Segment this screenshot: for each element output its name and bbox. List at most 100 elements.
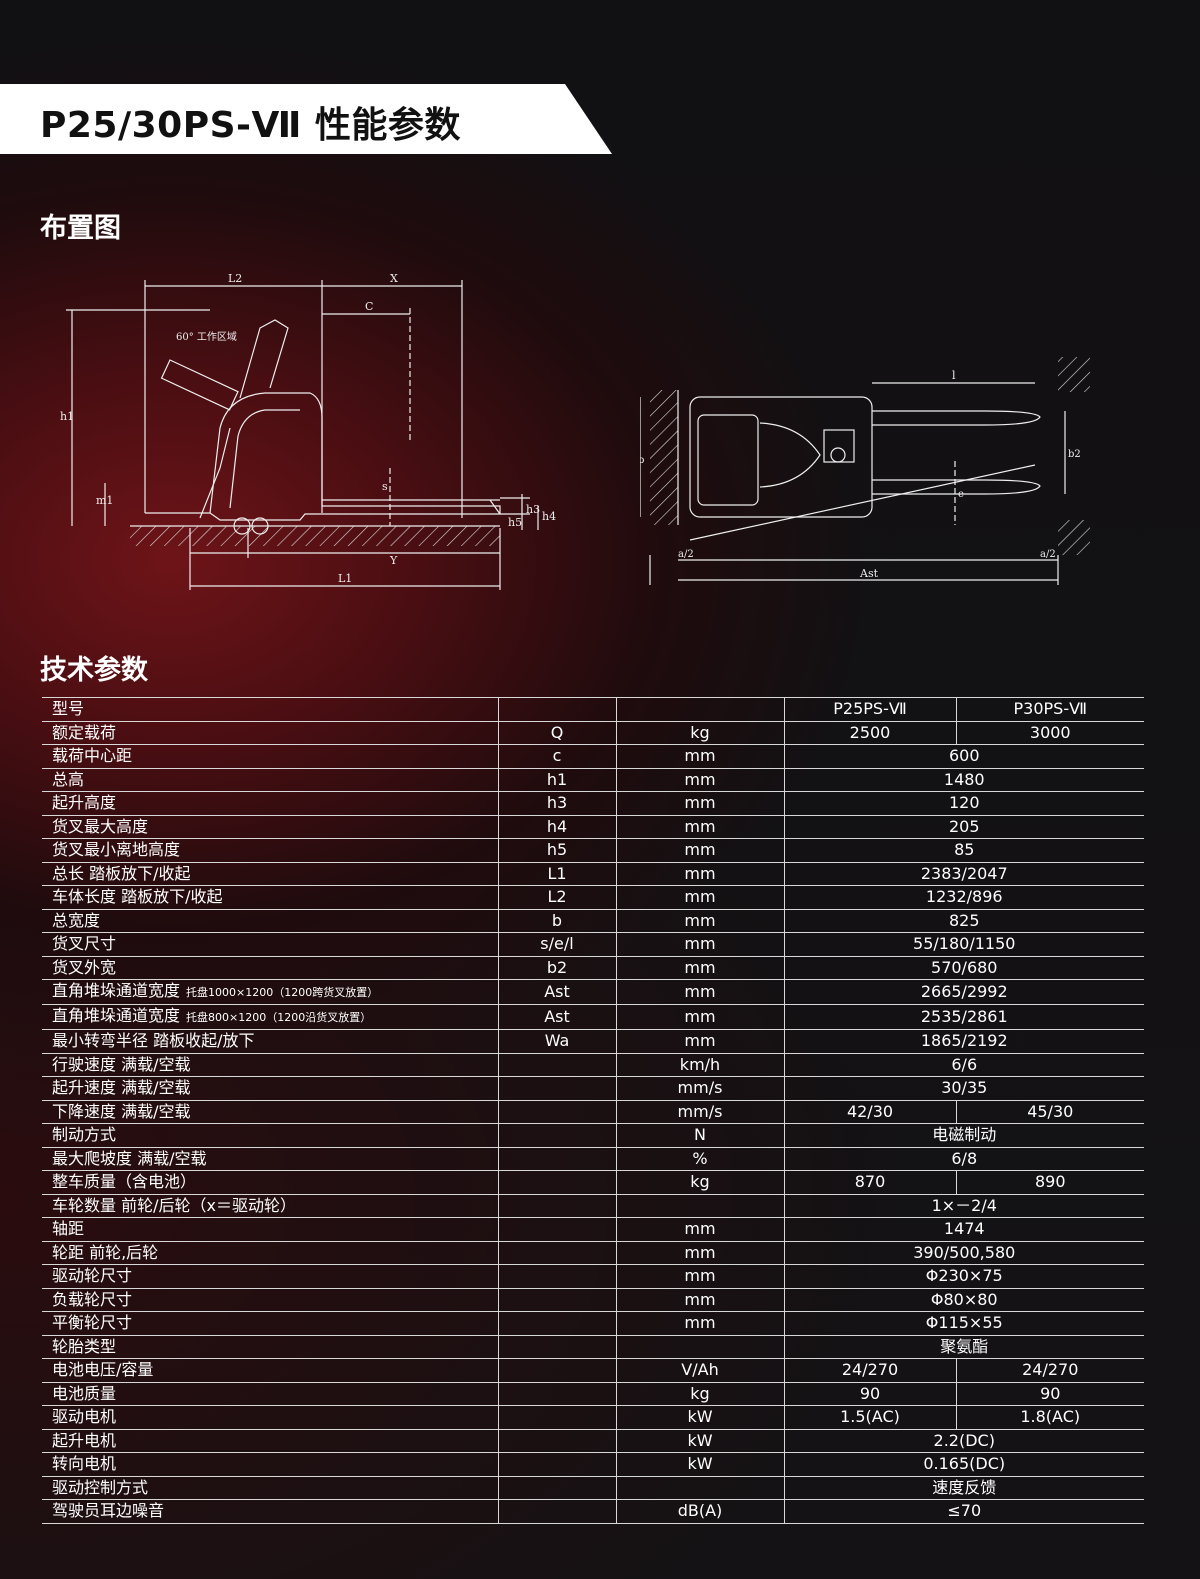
dim-y-label: Y bbox=[389, 554, 398, 567]
param-unit: N bbox=[615, 1123, 784, 1148]
param-value-p30: 1.8(AC) bbox=[955, 1405, 1144, 1430]
param-symbol: L1 bbox=[497, 862, 616, 886]
param-value: 2665/2992 bbox=[783, 979, 1144, 1005]
param-symbol bbox=[497, 1429, 616, 1453]
param-name: 型号 bbox=[42, 697, 498, 722]
param-name: 货叉最大高度 bbox=[42, 815, 498, 839]
dim-s-label: s bbox=[382, 480, 388, 493]
param-unit: km/h bbox=[615, 1053, 784, 1077]
param-unit: mm bbox=[615, 838, 784, 863]
param-name-text: 型号 bbox=[52, 699, 85, 719]
param-name-text: 载荷中心距 bbox=[52, 746, 133, 766]
param-name-text: 总宽度 bbox=[52, 910, 101, 930]
param-name: 直角堆垛通道宽度托盘1000×1200（1200跨货叉放置） bbox=[42, 979, 498, 1005]
param-value-p30: 890 bbox=[955, 1170, 1144, 1195]
param-value-p30: P30PS-Ⅶ bbox=[955, 697, 1144, 722]
param-name: 下降速度 满载/空载 bbox=[42, 1100, 498, 1124]
param-name-text: 电池质量 bbox=[52, 1383, 117, 1403]
param-symbol bbox=[497, 1123, 616, 1148]
param-symbol: b2 bbox=[497, 956, 616, 980]
param-value-p25: 42/30 bbox=[783, 1100, 956, 1124]
param-name-text: 货叉尺寸 bbox=[52, 934, 117, 954]
param-value-p25: 1.5(AC) bbox=[783, 1405, 956, 1430]
param-name-text: 最小转弯半径 踏板收起/放下 bbox=[52, 1031, 255, 1051]
dim-l1-label: L1 bbox=[338, 572, 352, 585]
param-symbol bbox=[497, 1358, 616, 1383]
param-value: 1232/896 bbox=[783, 885, 1144, 910]
param-name-text: 轮胎类型 bbox=[52, 1336, 117, 1356]
param-unit: mm bbox=[615, 1311, 784, 1336]
param-name: 车轮数量 前轮/后轮（x＝驱动轮） bbox=[42, 1194, 498, 1218]
param-symbol bbox=[497, 1076, 616, 1101]
table-row: 驱动控制方式 速度反馈 bbox=[42, 1476, 1144, 1500]
param-unit: mm bbox=[615, 815, 784, 839]
param-name-text: 电池电压/容量 bbox=[52, 1360, 154, 1380]
table-row: 最大爬坡度 满载/空载%6/8 bbox=[42, 1147, 1144, 1171]
param-value: 1474 bbox=[783, 1217, 1144, 1242]
param-name-text: 最大爬坡度 满载/空载 bbox=[52, 1148, 207, 1168]
param-name: 最小转弯半径 踏板收起/放下 bbox=[42, 1029, 498, 1054]
param-symbol: L2 bbox=[497, 885, 616, 910]
param-name-text: 转向电机 bbox=[52, 1454, 117, 1474]
param-value-p25: 870 bbox=[783, 1170, 956, 1195]
param-name: 行驶速度 满载/空载 bbox=[42, 1053, 498, 1077]
param-value: 85 bbox=[783, 838, 1144, 863]
dim-ast-label: Ast bbox=[859, 567, 879, 580]
param-symbol bbox=[497, 1311, 616, 1336]
param-symbol bbox=[497, 1335, 616, 1359]
param-name-text: 直角堆垛通道宽度 bbox=[52, 1006, 181, 1025]
param-name-text: 制动方式 bbox=[52, 1125, 117, 1145]
param-unit: mm bbox=[615, 744, 784, 769]
param-value: 速度反馈 bbox=[783, 1476, 1144, 1500]
param-value: 1865/2192 bbox=[783, 1029, 1144, 1054]
param-symbol: Q bbox=[497, 721, 616, 745]
param-value: 6/6 bbox=[783, 1053, 1144, 1077]
param-name: 货叉尺寸 bbox=[42, 932, 498, 957]
dim-m1-label: m1 bbox=[96, 494, 113, 507]
param-value-p25: P25PS-Ⅶ bbox=[783, 697, 956, 722]
param-symbol bbox=[497, 697, 616, 722]
param-value-p25: 2500 bbox=[783, 721, 956, 745]
param-name: 负载轮尺寸 bbox=[42, 1288, 498, 1312]
param-name: 驱动控制方式 bbox=[42, 1476, 498, 1500]
param-name: 总高 bbox=[42, 768, 498, 792]
param-symbol: Ast bbox=[497, 979, 616, 1005]
param-name: 轮胎类型 bbox=[42, 1335, 498, 1359]
param-name-text: 货叉最小离地高度 bbox=[52, 840, 181, 860]
param-name-text: 车体长度 踏板放下/收起 bbox=[52, 887, 223, 907]
param-value: 390/500,580 bbox=[783, 1241, 1144, 1265]
param-name: 载荷中心距 bbox=[42, 744, 498, 769]
title-banner bbox=[0, 84, 612, 154]
dim-l2-label: L2 bbox=[228, 272, 242, 285]
param-name: 驱动电机 bbox=[42, 1405, 498, 1430]
param-value: Φ230×75 bbox=[783, 1264, 1144, 1289]
param-name-text: 驾驶员耳边噪音 bbox=[52, 1501, 165, 1521]
dim-l-label: l bbox=[952, 369, 956, 382]
param-unit: mm bbox=[615, 979, 784, 1005]
param-unit: mm bbox=[615, 1288, 784, 1312]
param-name: 轮距 前轮,后轮 bbox=[42, 1241, 498, 1265]
param-name-text: 车轮数量 前轮/后轮（x＝驱动轮） bbox=[52, 1195, 296, 1215]
param-name: 最大爬坡度 满载/空载 bbox=[42, 1147, 498, 1171]
param-name-text: 货叉最大高度 bbox=[52, 816, 149, 836]
param-name: 直角堆垛通道宽度托盘800×1200（1200沿货叉放置） bbox=[42, 1004, 498, 1030]
param-symbol: h5 bbox=[497, 838, 616, 863]
param-name: 总长 踏板放下/收起 bbox=[42, 862, 498, 886]
param-unit: kW bbox=[615, 1429, 784, 1453]
param-unit: mm/s bbox=[615, 1100, 784, 1124]
param-name: 货叉最小离地高度 bbox=[42, 838, 498, 863]
param-name: 轴距 bbox=[42, 1217, 498, 1242]
param-unit: kg bbox=[615, 721, 784, 745]
param-name-text: 整车质量（含电池） bbox=[52, 1172, 197, 1192]
